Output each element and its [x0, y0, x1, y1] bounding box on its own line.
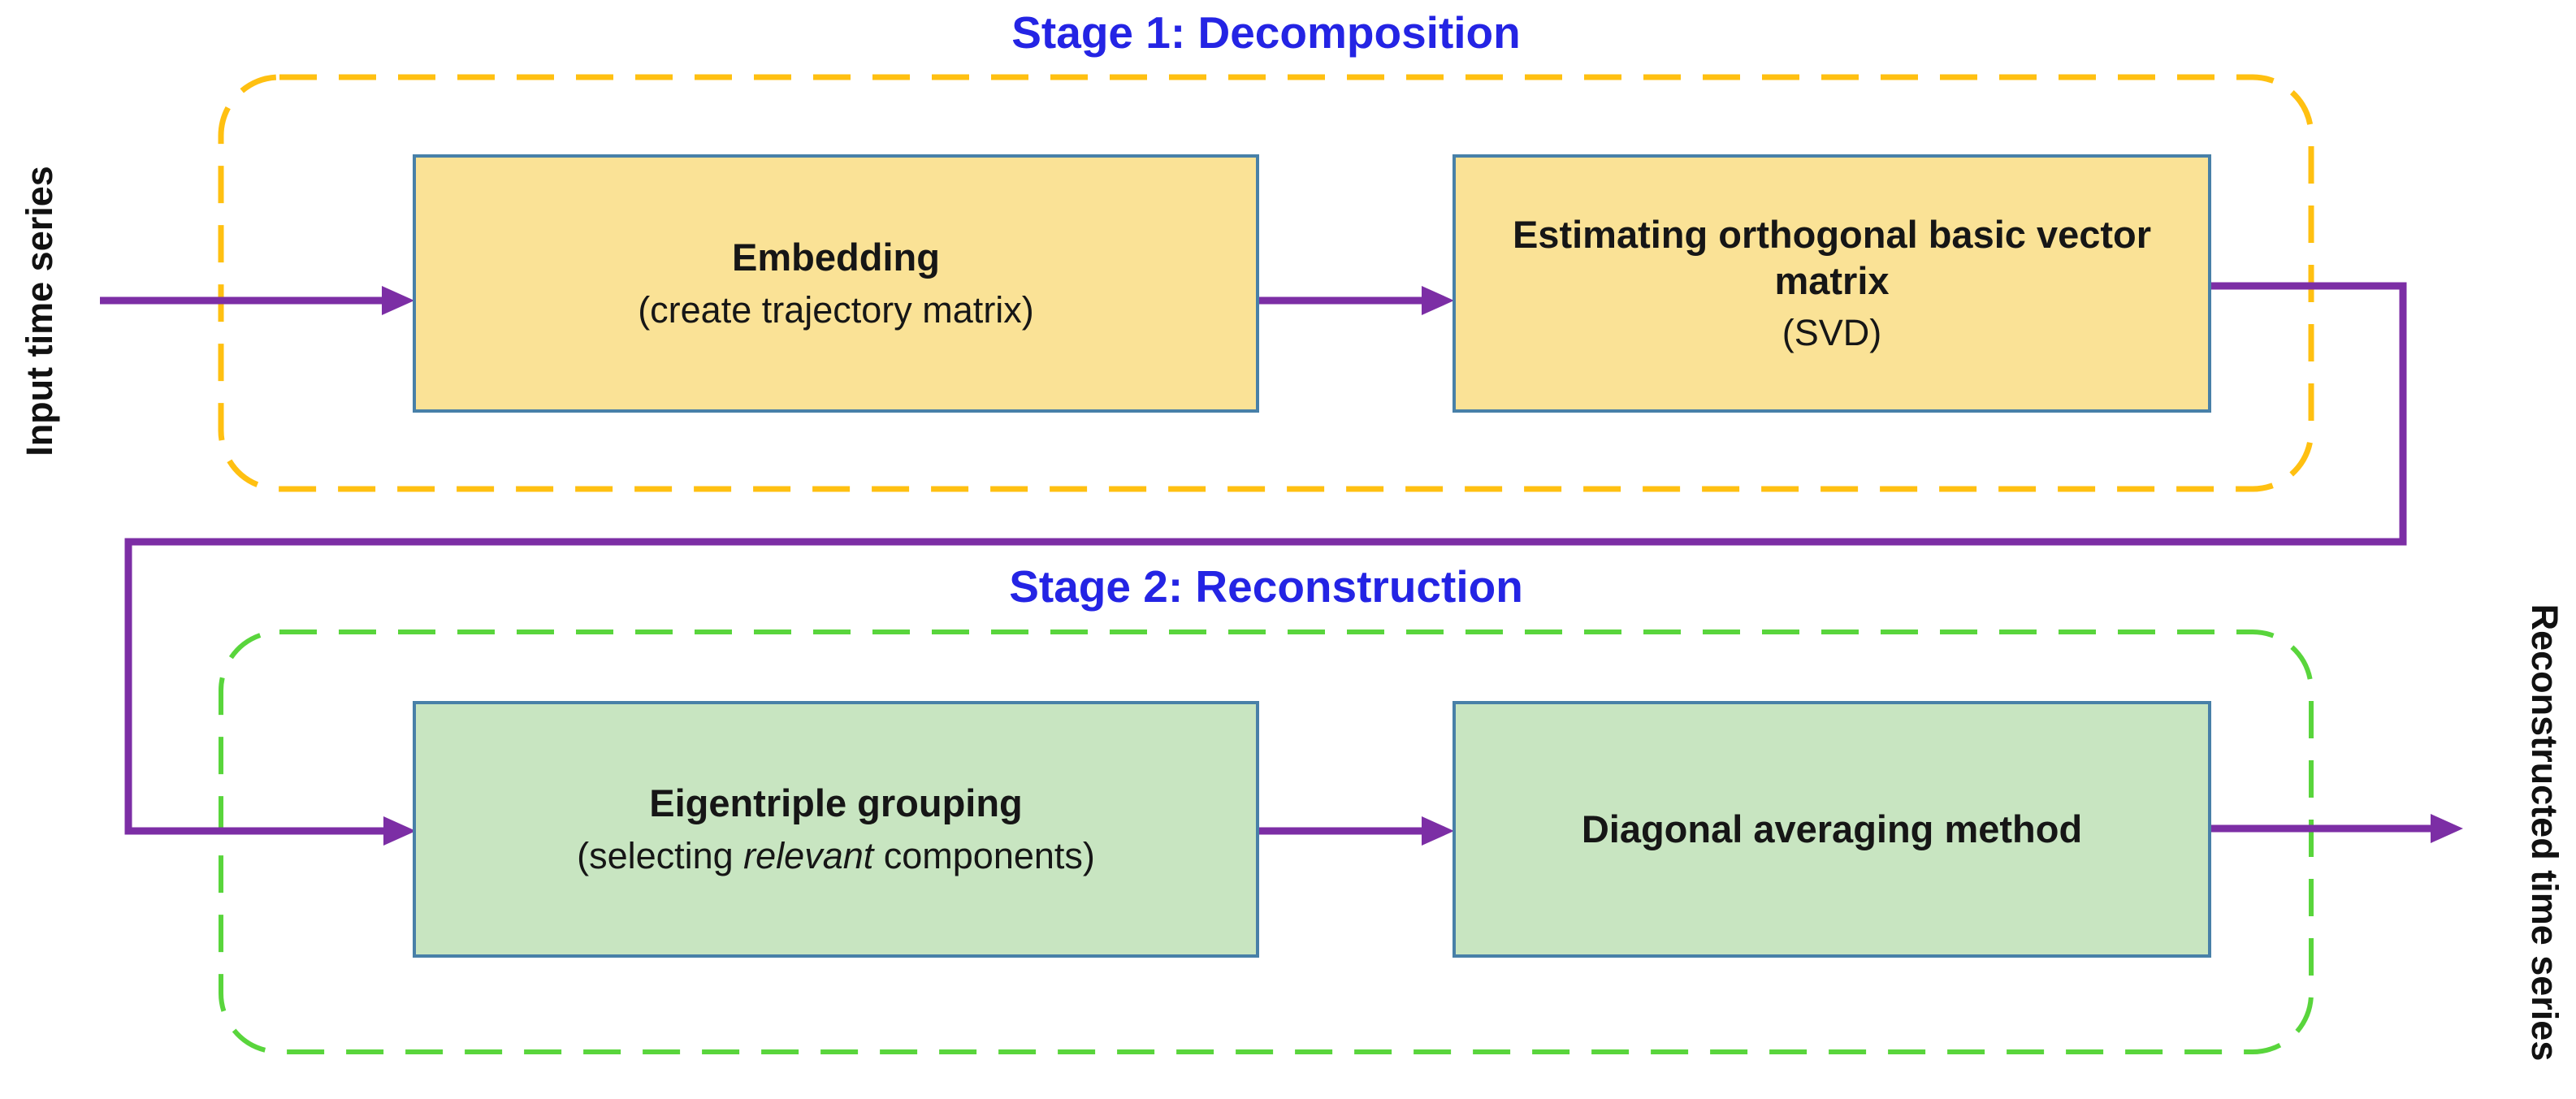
svd-box-subtitle: (SVD) [1782, 312, 1882, 354]
input-time-series-label: Input time series [19, 166, 60, 456]
subtitle-italic-word: relevant [743, 834, 874, 876]
diagonal-averaging-box: Diagonal averaging method [1453, 701, 2211, 958]
stage1-title: Stage 1: Decomposition [1011, 7, 1521, 58]
eigentriple-grouping-box-title: Eigentriple grouping [649, 781, 1023, 825]
svd-box: Estimating orthogonal basic vector matri… [1453, 154, 2211, 413]
embedding-to-svd-arrowhead [1422, 286, 1454, 315]
embedding-box-subtitle: (create trajectory matrix) [638, 288, 1034, 331]
output-arrowhead [2431, 814, 2463, 843]
grouping-entry-arrowhead [383, 816, 416, 846]
eigentriple-grouping-box: Eigentriple grouping (selecting relevant… [413, 701, 1259, 958]
embedding-box-title: Embedding [732, 236, 940, 279]
stage2-dashed-container [219, 630, 2314, 1054]
reconstructed-time-series-label: Reconstructed time series [2524, 604, 2565, 1062]
svd-box-title: Estimating orthogonal basic vector matri… [1512, 212, 2152, 302]
diagonal-averaging-box-title: Diagonal averaging method [1581, 807, 2083, 851]
subtitle-suffix: components) [873, 834, 1095, 876]
eigentriple-grouping-box-subtitle: (selecting relevant components) [577, 833, 1095, 879]
embedding-box: Embedding (create trajectory matrix) [413, 154, 1259, 413]
stage2-title: Stage 2: Reconstruction [1009, 561, 1523, 612]
grouping-to-averaging-arrowhead [1422, 816, 1454, 846]
subtitle-prefix: (selecting [577, 834, 744, 876]
svd-to-grouping-connector [124, 282, 2407, 835]
input-arrowhead [382, 286, 414, 315]
